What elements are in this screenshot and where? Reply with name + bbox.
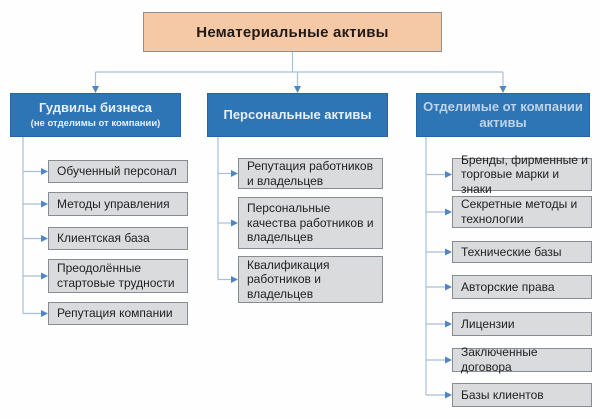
item-qualification: Квалификация работников и владельцев [238, 256, 383, 303]
arrowheads-down [92, 86, 507, 93]
arrowheads-left-column [41, 168, 48, 317]
arrowheads-right-column [445, 171, 452, 399]
branch-separable-assets: Отделимые от компании активы [416, 93, 590, 137]
item-startup-difficulties: Преодолённые стартовые трудности [48, 259, 188, 293]
item-copyrights: Авторские права [452, 275, 592, 299]
branch-separable-assets-title: Отделимые от компании активы [423, 98, 583, 130]
item-label: Квалификация работников и владельцев [247, 257, 330, 301]
connector-right-column [425, 137, 445, 396]
item-workers-reputation: Репутация работников и владельцев [238, 158, 383, 189]
item-brands-trademarks: Бренды, фирменные и торговые марки и зна… [452, 153, 592, 196]
item-company-reputation: Репутация компании [48, 302, 188, 325]
item-client-databases: Базы клиентов [452, 383, 592, 407]
item-label: Персональные качества работников и владе… [247, 201, 374, 245]
item-secret-methods: Секретные методы и технологии [452, 196, 592, 228]
arrowheads-middle-column [231, 170, 238, 283]
item-licenses: Лицензии [452, 312, 592, 336]
branch-personal-assets-title: Персональные активы [223, 106, 372, 122]
item-label: Лицензии [461, 316, 515, 331]
item-label: Репутация компании [57, 306, 173, 321]
item-technical-bases: Технические базы [452, 241, 592, 263]
item-label: Репутация работников и владельцев [247, 158, 373, 188]
branch-goodwill-subtitle: (не отделимы от компании) [30, 117, 161, 129]
branch-goodwill-title: Гудвилы бизнеса [38, 100, 152, 116]
root-node-intangible-assets: Нематериальные активы [143, 12, 442, 52]
item-label: Авторские права [461, 279, 555, 294]
item-label: Бренды, фирменные и торговые марки и зна… [461, 152, 588, 196]
item-label: Заключенные договора [461, 345, 538, 374]
item-label: Базы клиентов [461, 387, 544, 402]
item-label: Секретные методы и технологии [461, 197, 578, 226]
item-personal-qualities: Персональные качества работников и владе… [238, 197, 383, 249]
branch-goodwill: Гудвилы бизнеса (не отделимы от компании… [10, 93, 181, 137]
branch-personal-assets: Персональные активы [207, 93, 388, 137]
connector-middle-column [217, 137, 231, 281]
item-client-base: Клиентская база [48, 227, 188, 250]
item-label: Обученный персонал [57, 164, 177, 179]
item-label: Преодолённые стартовые трудности [57, 261, 175, 290]
item-label: Методы управления [57, 196, 170, 211]
item-trained-personnel: Обученный персонал [48, 160, 188, 183]
connector-left-column [22, 137, 41, 315]
item-contracts: Заключенные договора [452, 345, 592, 374]
connector-root-to-branches [94, 52, 504, 86]
item-label: Технические базы [461, 244, 562, 259]
root-node-label: Нематериальные активы [196, 23, 389, 41]
item-management-methods: Методы управления [48, 192, 188, 216]
item-label: Клиентская база [57, 231, 150, 246]
